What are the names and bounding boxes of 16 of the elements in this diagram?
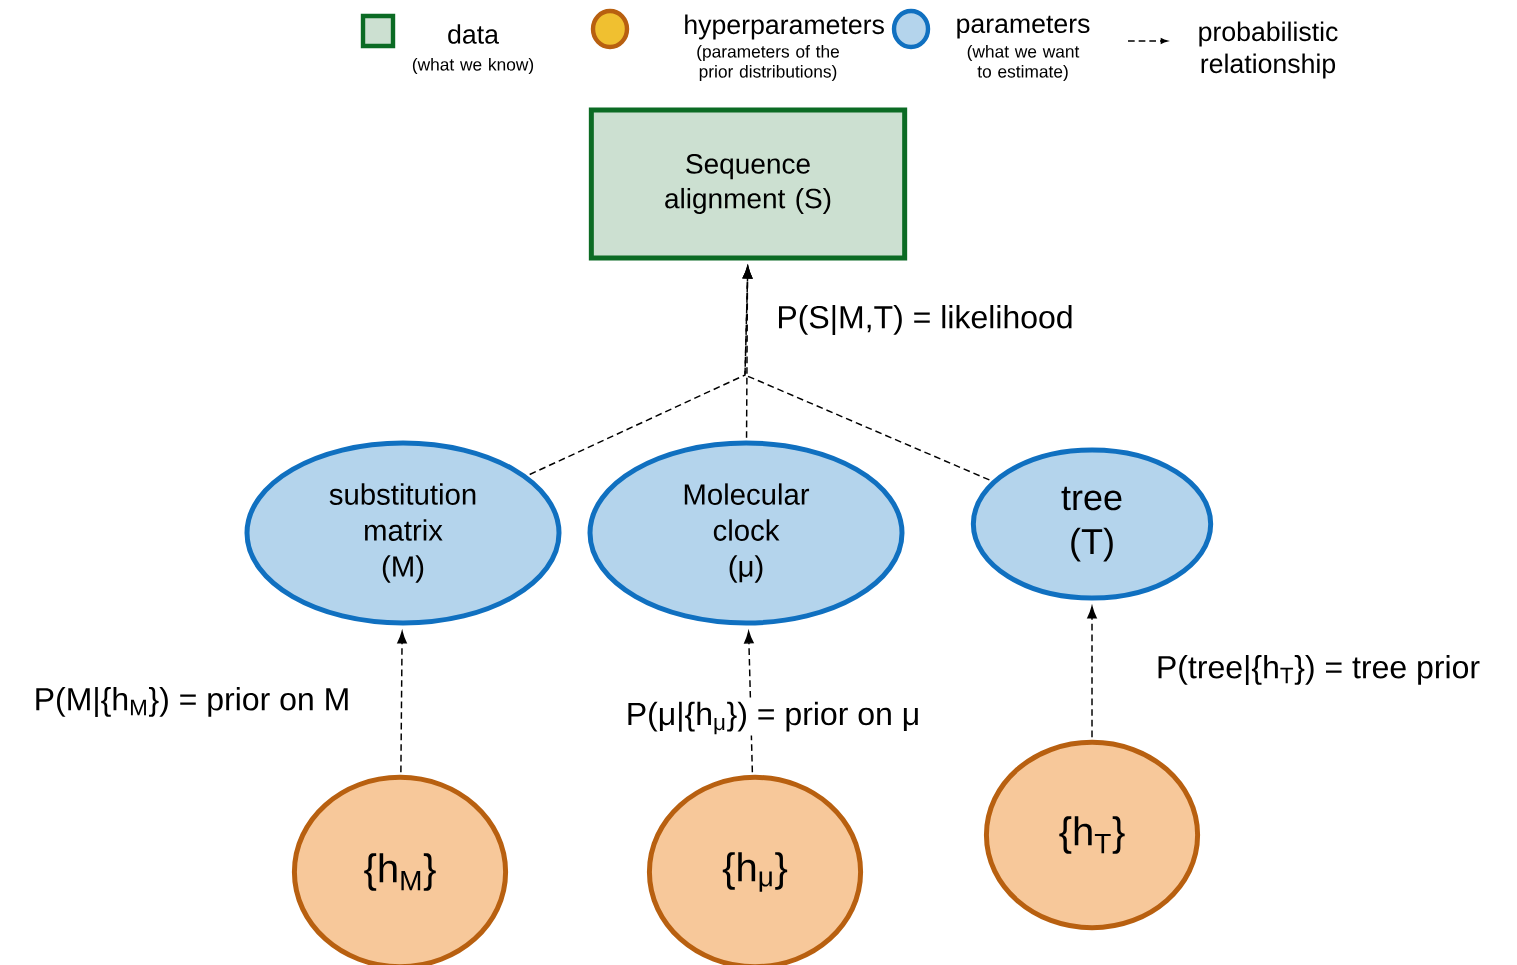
arrow xyxy=(744,631,754,773)
edge-label: P(S|M,T) = likelihood xyxy=(775,303,1075,337)
legend-note: (parameters of the prior distributions) xyxy=(697,44,839,82)
edge-label: P(μ|{h$_{μ}$}) = prior on μ xyxy=(624,700,922,736)
legend-label: probabilistic relationship xyxy=(1199,21,1338,79)
legend-label: data xyxy=(448,24,499,44)
edge-label: P(M|{h$_{M}$}) = prior on M xyxy=(32,685,352,719)
legend-note: (what we know) xyxy=(412,57,534,75)
arrow xyxy=(742,266,991,481)
legend-note: (what we want to estimate) xyxy=(967,44,1080,82)
data-box: Sequence alignment (S) xyxy=(588,107,908,261)
arrow xyxy=(397,631,407,773)
arrow xyxy=(1087,606,1097,738)
legend-label: parameters xyxy=(957,15,1090,39)
legend-label: hyperparameters xyxy=(685,14,884,40)
edge-label: P(tree|{h$_{T}$}) = tree prior xyxy=(1154,653,1482,687)
